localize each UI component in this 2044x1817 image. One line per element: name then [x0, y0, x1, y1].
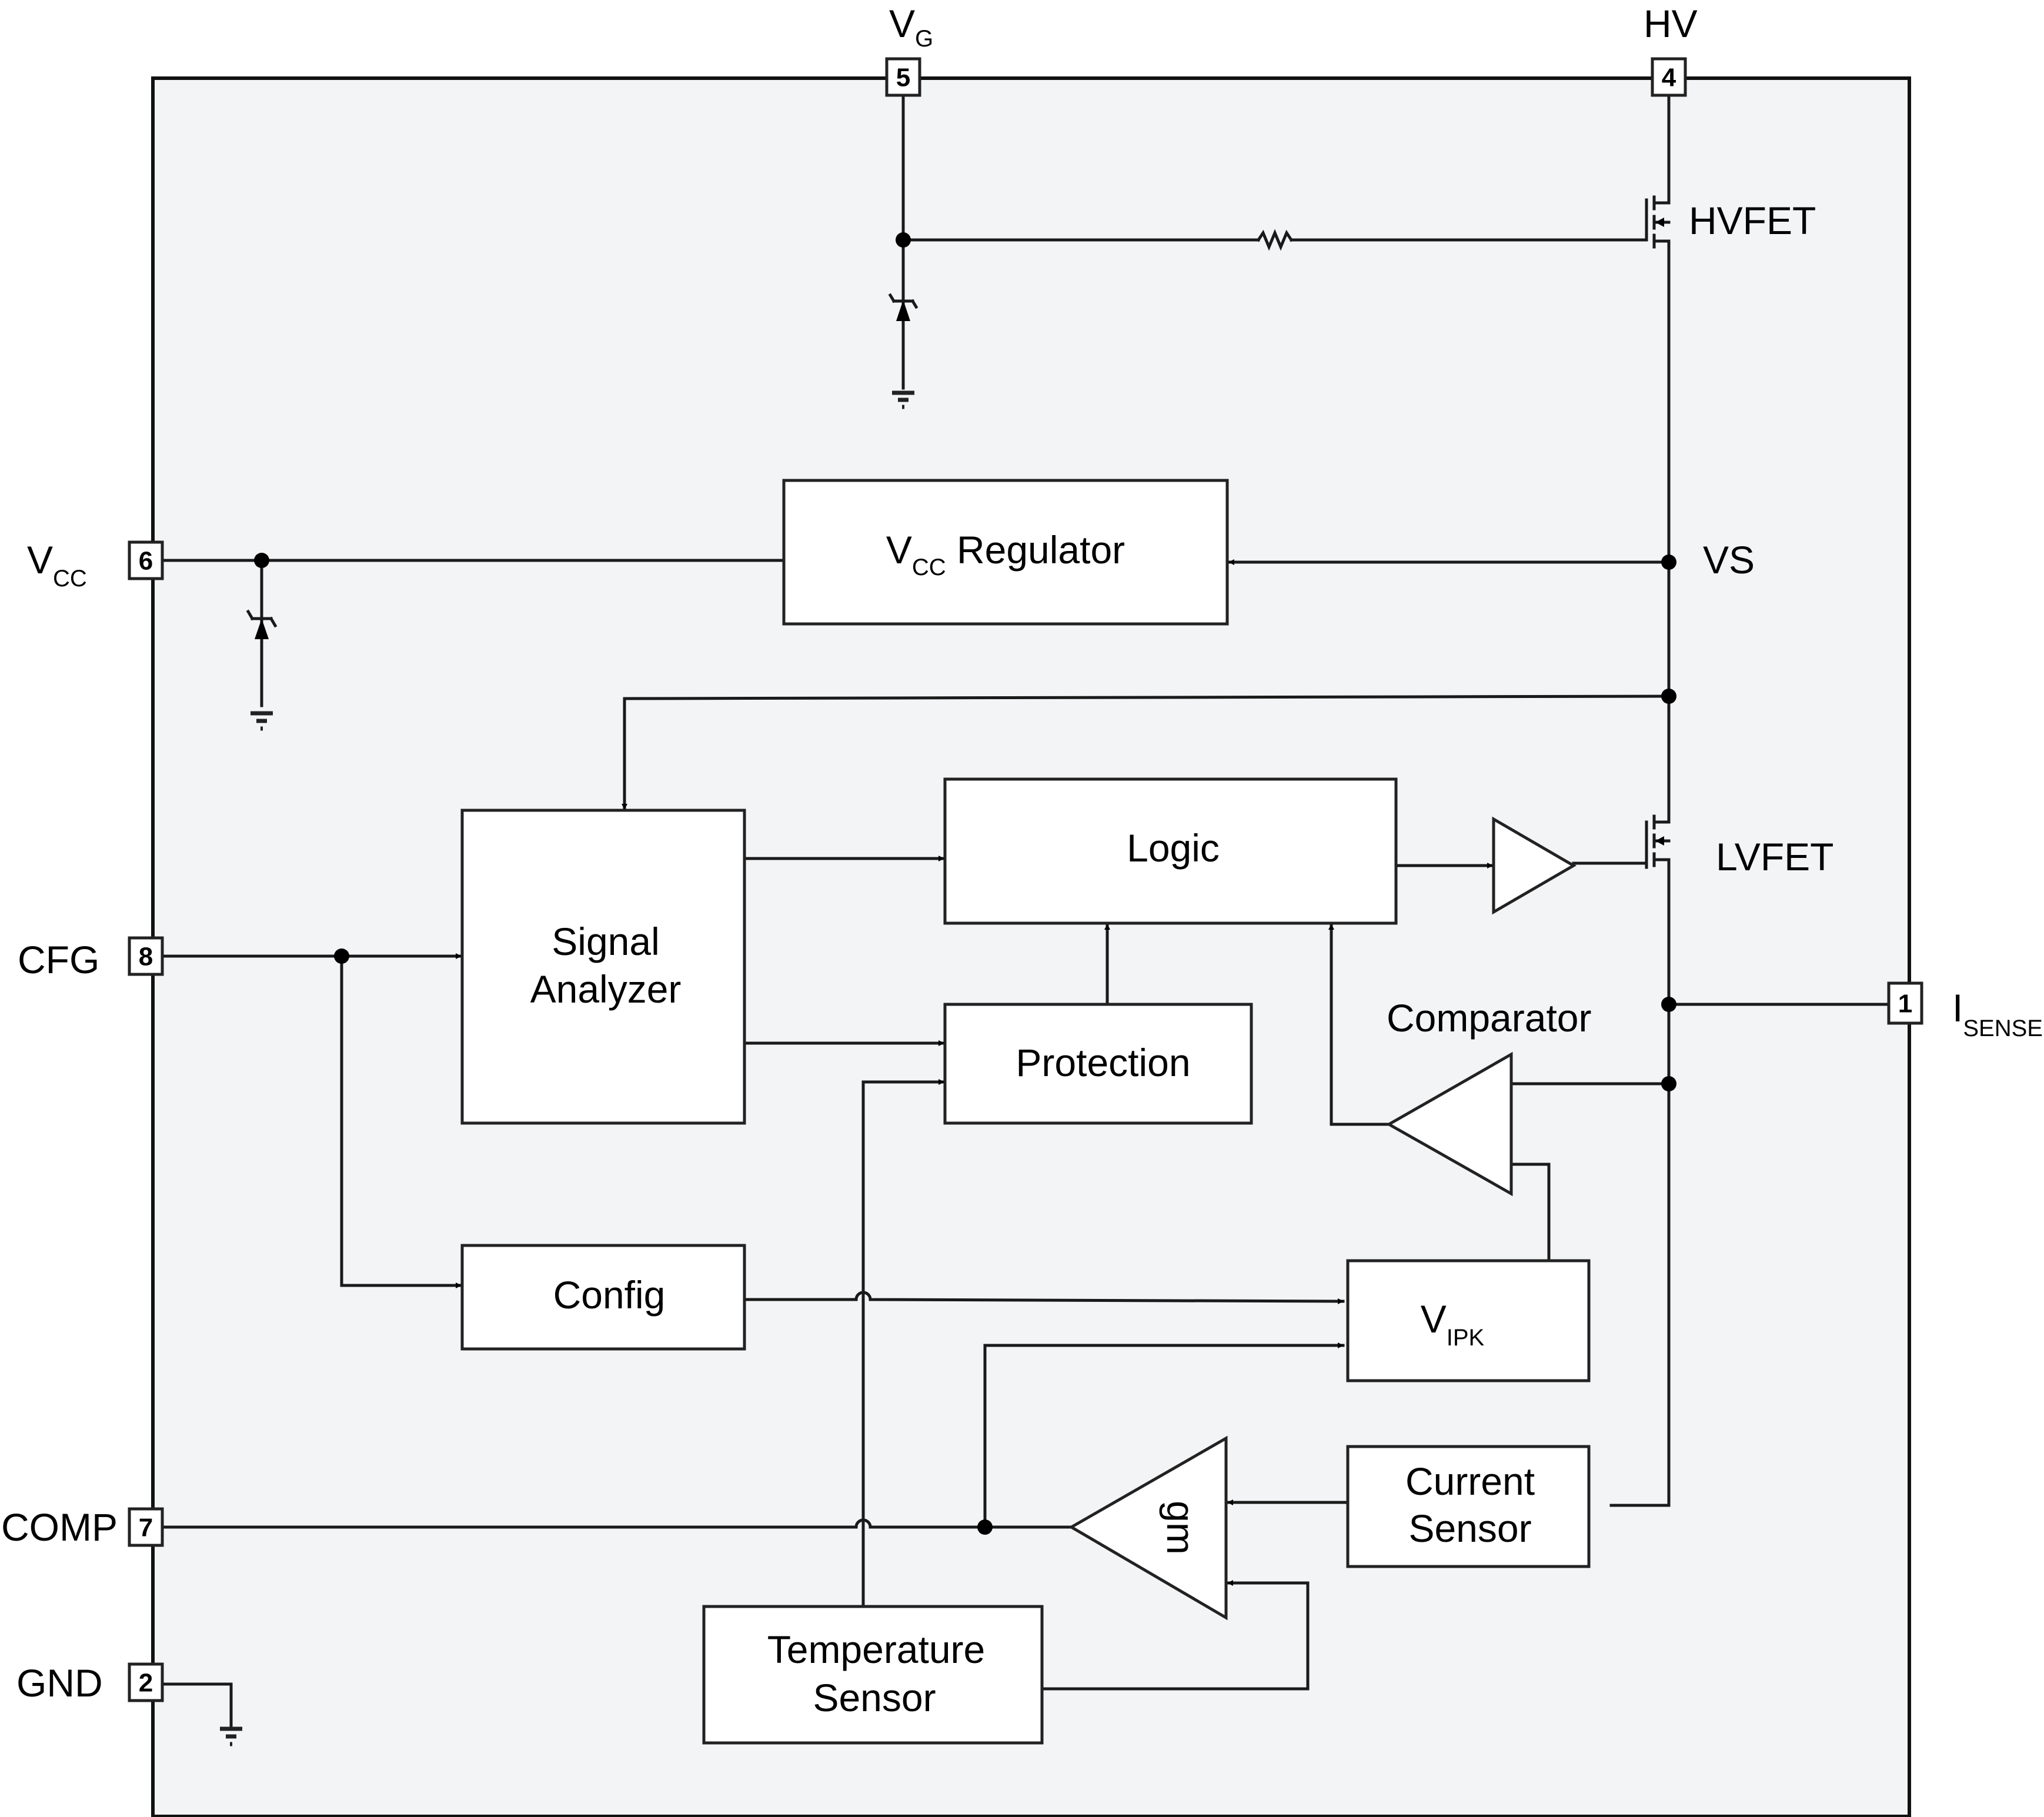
pin-number: 4: [1662, 64, 1676, 92]
junction-dot: [977, 1519, 993, 1535]
pin-1-isense: 1 ISENSE: [1887, 981, 2043, 1041]
wire-comparator-to-logic: [1328, 923, 1390, 1126]
wire-vipk-to-comparator: [1509, 1163, 1551, 1262]
pin-8-cfg: 8 CFG: [18, 936, 164, 981]
wire-cfg-to-config: [340, 954, 463, 1288]
logic-block: [943, 777, 1398, 925]
pin-number: 8: [139, 943, 153, 971]
zener-diode-vg-icon: [888, 293, 919, 321]
wire-config-to-vipk: [743, 1291, 1345, 1304]
pin-2-gnd: 2 GND: [16, 1661, 164, 1705]
gm-amplifier-label: gm: [1159, 1501, 1203, 1555]
lvfet-label: LVFET: [1716, 835, 1833, 879]
gate-driver-buffer-icon: [1492, 816, 1577, 915]
config-block: [460, 1244, 746, 1351]
vcc-regulator-label: VCC Regulator: [886, 528, 1125, 580]
ground-icon: [220, 1726, 242, 1746]
wires: [163, 92, 1891, 1728]
pin-label: VG: [889, 2, 933, 52]
wire-resistor-to-hvfet-gate: [1290, 198, 1648, 242]
wire-temp-to-protection: [861, 1079, 946, 1607]
lvfet-icon: [1645, 814, 1671, 869]
signal-analyzer-block: [460, 809, 746, 1125]
wire-temp-to-gm: [1040, 1580, 1310, 1691]
wire-vs-rail: [1654, 239, 1671, 824]
junction-dot: [1661, 689, 1676, 704]
temperature-sensor-label-line1: Temperature: [767, 1628, 986, 1671]
pin-label: GND: [16, 1661, 103, 1705]
wire-comp-pin-to-gm: [163, 1518, 1072, 1529]
hvfet-label: HVFET: [1689, 199, 1816, 242]
protection-label: Protection: [1016, 1041, 1190, 1084]
pin-number: 6: [139, 547, 153, 576]
pin-4-hv: 4 HV: [1644, 2, 1698, 97]
junction-dot: [896, 232, 911, 248]
ground-icon: [892, 390, 914, 409]
ic-package-outline: [151, 76, 1911, 1817]
hvfet-icon: [1652, 195, 1671, 249]
junction-dot: [1661, 1076, 1676, 1091]
protection-block: [943, 1003, 1253, 1125]
current-sensor-block: [1346, 1445, 1591, 1568]
config-label: Config: [553, 1273, 666, 1317]
junction-dot: [254, 553, 269, 568]
wire-gnd-pin: [163, 1682, 233, 1728]
junction-dot: [1661, 555, 1676, 570]
junction-dot: [334, 948, 349, 964]
pin-label: COMP: [1, 1505, 118, 1549]
temperature-sensor-label-line2: Sensor: [813, 1676, 936, 1719]
wire-vs-to-signal-analyzer: [622, 694, 1671, 811]
resistor-icon: [1256, 229, 1294, 251]
comparator-icon: [1385, 1051, 1513, 1197]
pin-number: 5: [896, 64, 910, 92]
current-sensor-label-line2: Sensor: [1408, 1507, 1531, 1550]
ground-icon: [251, 711, 273, 731]
gm-amplifier-icon: [1068, 1435, 1228, 1621]
zener-diode-vcc-icon: [246, 609, 278, 639]
signal-analyzer-label-line2: Analyzer: [530, 967, 682, 1011]
pin-7-comp: 7 COMP: [1, 1505, 164, 1549]
lvfet-arrow-icon: [1655, 836, 1664, 846]
pin-number: 2: [139, 1669, 153, 1698]
pin-label: HV: [1644, 2, 1698, 45]
comparator-label: Comparator: [1387, 996, 1591, 1040]
signal-analyzer-label-line1: Signal: [552, 920, 659, 963]
wire-hv-to-hvfet: [1654, 92, 1671, 205]
temperature-sensor-block: [702, 1605, 1044, 1745]
wire-comp-to-vipk: [983, 1342, 1345, 1529]
logic-label: Logic: [1127, 826, 1220, 870]
vcc-regulator-block: [782, 479, 1229, 626]
wire-lvfet-source-rail: [1609, 858, 1671, 1507]
pin-label: VCC: [27, 538, 87, 592]
vipk-label: VIPK: [1421, 1297, 1485, 1351]
pin-6-vcc: 6 VCC: [27, 538, 164, 592]
hvfet-arrow-icon: [1655, 218, 1664, 227]
pin-5-vg: 5 VG: [885, 2, 933, 97]
pin-label: ISENSE: [1952, 986, 2043, 1041]
pin-number: 7: [139, 1514, 153, 1542]
vs-label: VS: [1703, 538, 1755, 582]
junction-dot: [1661, 997, 1676, 1012]
junction-dots: [254, 232, 1676, 1535]
pin-number: 1: [1898, 990, 1912, 1018]
vipk-block: [1346, 1259, 1591, 1382]
pin-label: CFG: [18, 938, 99, 981]
current-sensor-label-line1: Current: [1405, 1459, 1535, 1503]
